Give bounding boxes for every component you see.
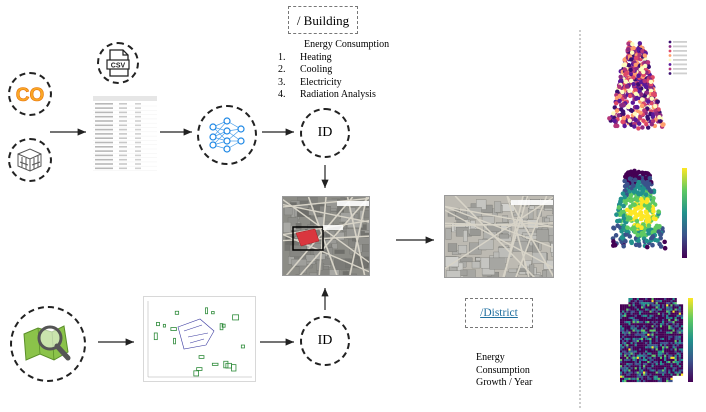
scatter-plot-viridis (610, 168, 687, 258)
building-sketch-icon (17, 148, 42, 172)
neural-network-icon (209, 117, 245, 153)
district-map-image (445, 196, 553, 277)
viridis-colorbar (682, 168, 687, 258)
district-output-list: Energy Consumption Growth / Year (476, 352, 532, 390)
building-item-1: 1.Heating (278, 51, 332, 63)
osm-node (10, 306, 86, 382)
colab-logo-text: CO (16, 85, 45, 106)
building-map-image (283, 197, 369, 275)
district-output-2: Consumption (476, 364, 530, 376)
csv-node: CSV (97, 42, 139, 84)
building-item-3: 3.Electricity (278, 76, 342, 88)
building-item-2: 2.Cooling (278, 64, 333, 75)
building-title: / Building (296, 13, 350, 28)
building-map (282, 196, 370, 276)
table-rows (93, 96, 157, 171)
site-plan-drawing (147, 301, 252, 378)
id-label-top: ID (317, 125, 333, 140)
id-node-top: ID (300, 108, 350, 158)
scatter-plot-categorical (607, 40, 687, 131)
building-energy-list: Energy Consumption 1.Heating 2.Cooling 3… (278, 39, 389, 102)
id-node-bottom: ID (300, 316, 350, 366)
sketch-node (8, 138, 52, 182)
building-item-4: 4.Radiation Analysis (278, 89, 376, 100)
site-plan-image (143, 296, 256, 382)
building-subtitle: Energy Consumption (304, 39, 390, 50)
csv-label: CSV (111, 63, 126, 70)
id-label-bottom: ID (317, 333, 333, 348)
csv-file-icon: CSV (106, 49, 130, 77)
district-link[interactable]: /District (480, 307, 518, 319)
data-table-thumbnail (93, 96, 157, 174)
district-output-3: Growth / Year (476, 377, 533, 388)
colab-node: CO (8, 72, 52, 116)
map-search-icon (23, 325, 71, 361)
heatmap-plot (620, 298, 693, 383)
district-output-1: Energy (476, 352, 505, 363)
district-map (444, 195, 554, 278)
district-title-box[interactable]: /District (465, 298, 533, 328)
heatmap-colorbar (688, 298, 693, 382)
building-title-box: / Building (288, 6, 358, 34)
colab-icon: CO (15, 85, 45, 107)
selected-building (295, 228, 320, 247)
neural-network-node (197, 105, 257, 165)
